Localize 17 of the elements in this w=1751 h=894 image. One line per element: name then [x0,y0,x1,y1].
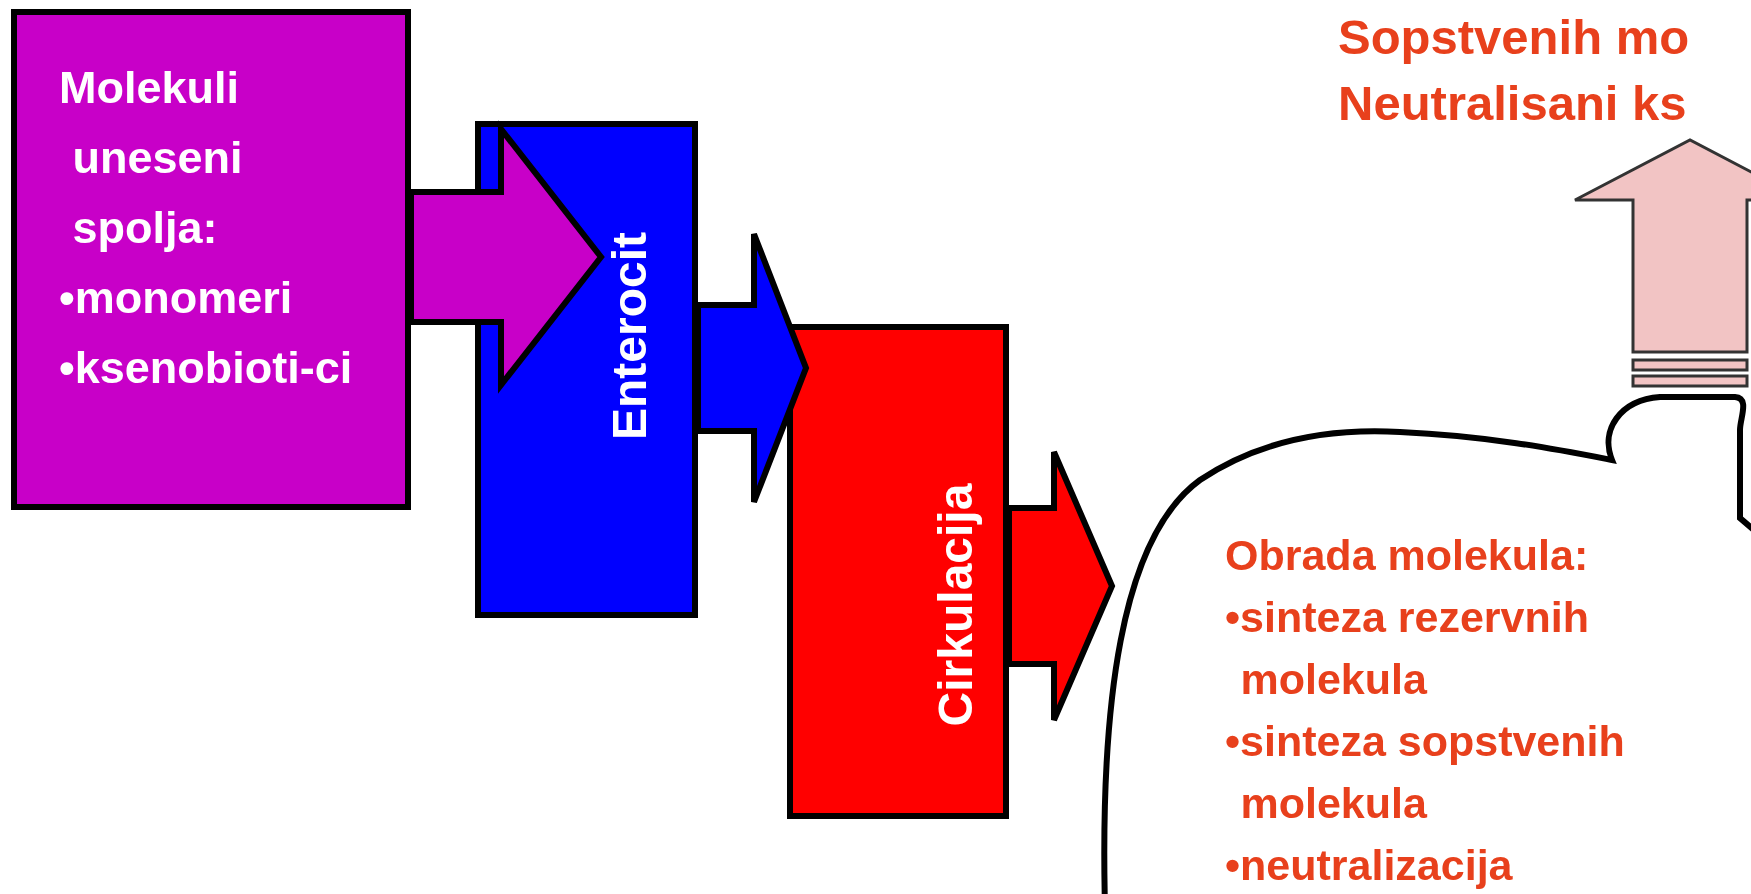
block-arrow [695,231,810,505]
list-item: •ksenobioti-ci [59,341,354,395]
list-item: •neutralizacija [1225,840,1514,891]
box-heading: Molekuli uneseni spolja: [59,61,244,255]
list-item: •sinteza sopstvenih molekula [1225,716,1626,829]
box-label: Enterocit [601,231,657,440]
note-text: Neutralisani ks [1338,75,1688,132]
note-text: Sopstvenih mo [1338,9,1691,66]
list-item: •monomeri [59,271,294,325]
block-arrow [408,120,605,394]
process-box [11,9,411,510]
process-box [787,324,1009,819]
block-arrow [1573,138,1751,388]
heading: Obrada molekula: [1225,530,1590,581]
block-arrow [1006,449,1116,723]
list-item: •sinteza rezervnih molekula [1225,592,1590,705]
box-label: Cirkulacija [927,483,983,727]
